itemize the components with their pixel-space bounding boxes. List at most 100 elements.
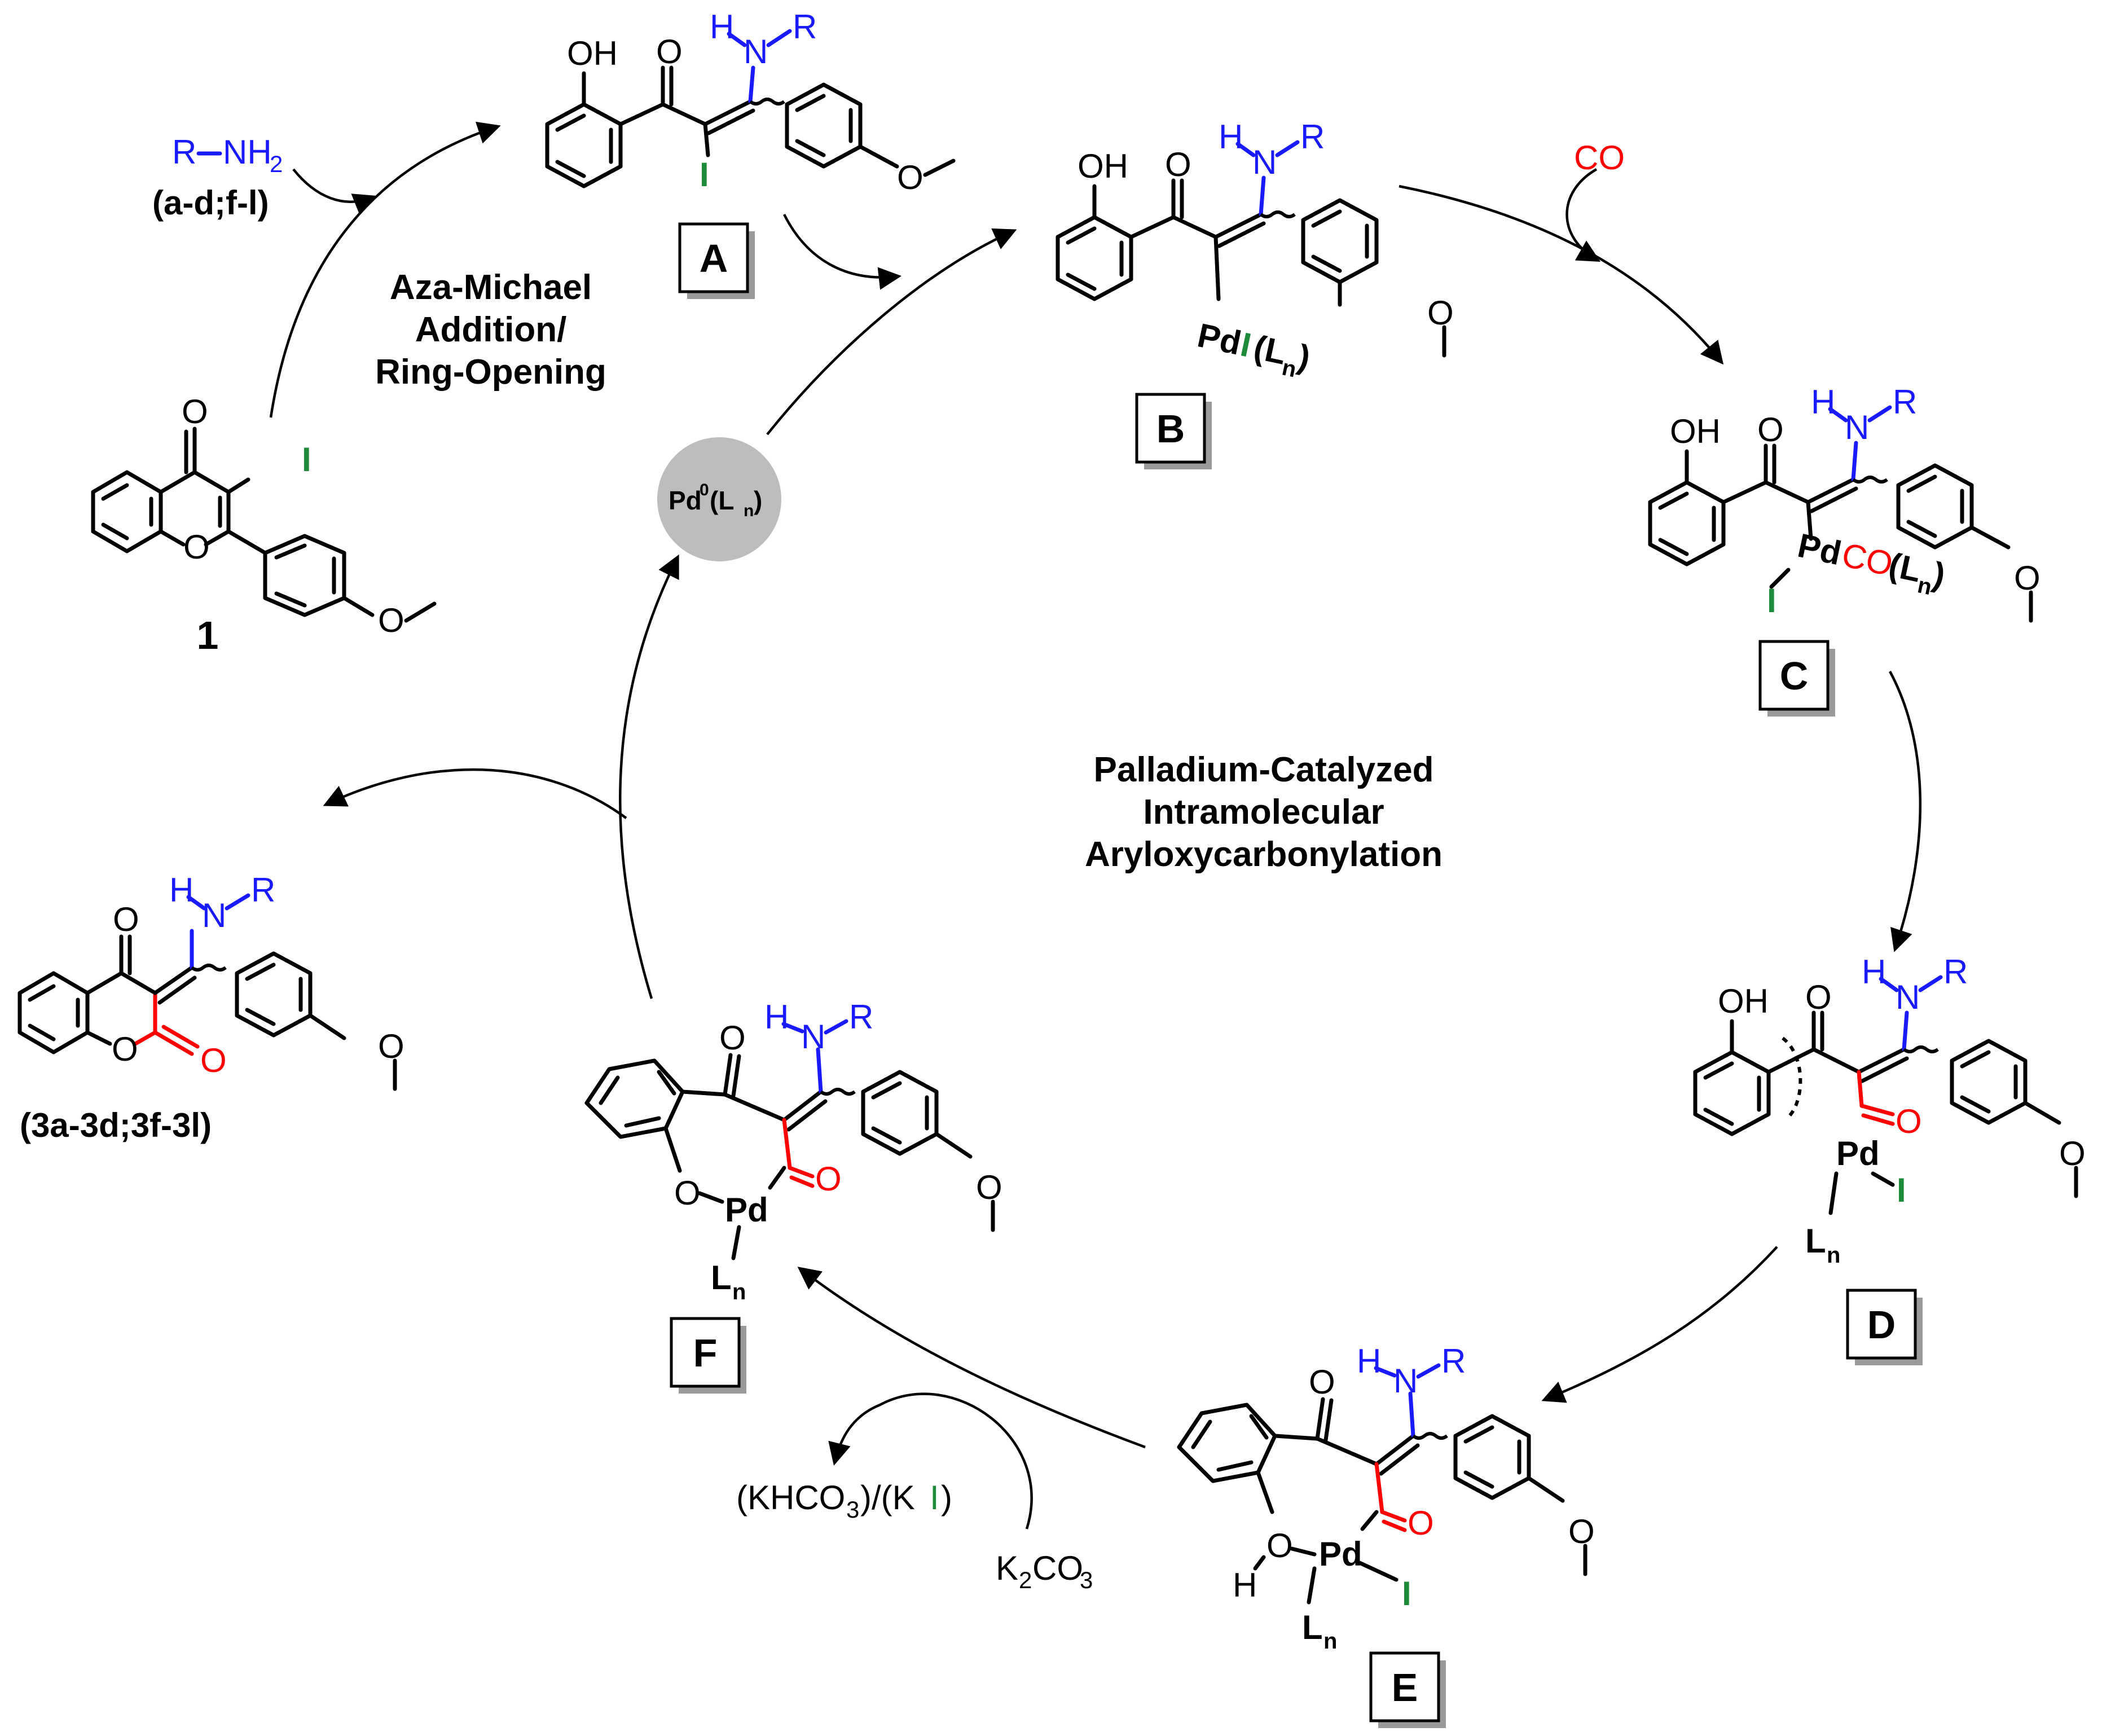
E-H: H [1357,1342,1381,1380]
structure-intermediate-C: OH O H N R Pd CO (L n ) I O [1648,383,2041,623]
byproduct-sub-3: 3 [846,1496,859,1523]
structure-intermediate-F: O O H N R O Pd L n O [584,998,1002,1304]
C-Pd: Pd [1795,526,1845,572]
B-ligand-open: (L [1251,328,1290,372]
c1-ring-O: O [183,528,210,566]
amine-subscript-2: 2 [270,151,283,177]
arrow-D-to-E [1541,1246,1778,1403]
D-ligand-L: L [1805,1222,1826,1260]
E-iodine: I [1402,1575,1411,1612]
label-E: E [1369,1651,1446,1728]
B-ligand-close: ) [1295,337,1313,377]
cycle-arrows [269,121,1922,1530]
label-D: D [1846,1289,1923,1365]
base-reagent: K 2 CO 3 [996,1549,1093,1593]
B-Pd: Pd [1194,316,1245,362]
B-R: R [1300,118,1325,156]
B-H: H [1219,118,1243,156]
structure-intermediate-A: OH O H N R I O [545,8,956,196]
B-N: N [1252,143,1277,181]
E-N: N [1393,1362,1418,1400]
arrow-B-to-C [1399,184,1724,365]
C-phenol-OH: OH [1670,412,1721,450]
P-ring-O: O [112,1030,138,1068]
amine-NH: NH [223,133,272,171]
P-R: R [251,871,275,909]
D-R: R [1943,953,1968,991]
amine-reagent: R NH 2 (a-d;f-l) [152,133,283,222]
A-phenol-OH: OH [567,34,618,72]
cycle-caption-line-2: Intramolecular [1143,793,1384,832]
byproduct-b: )/(K [860,1479,915,1517]
P-methoxy-O: O [378,1027,404,1065]
D-H: H [1862,953,1886,991]
arrow-C-to-D [1889,670,1922,952]
A-N: N [744,33,768,71]
amine-R: R [172,133,196,171]
C-R: R [1893,383,1917,421]
A-R: R [793,8,817,46]
arrow-E-to-F [797,1267,1146,1449]
F-aryloxy-O: O [674,1174,701,1212]
base-K: K [996,1549,1018,1587]
C-methoxy-O: O [2014,559,2041,597]
E-ketone-O: O [1309,1363,1335,1401]
pd0-superscript: 0 [700,481,709,499]
step-caption: Aza-Michael Addition/ Ring-Opening [375,268,606,392]
E-Pd: Pd [1319,1535,1362,1573]
base-CO: CO [1032,1549,1083,1587]
label-C-text: C [1780,654,1809,698]
B-carbonyl-O: O [1165,146,1191,183]
arrow-CO-in [1565,168,1601,262]
F-ketone-O: O [719,1019,746,1057]
F-Pd: Pd [725,1191,768,1229]
E-ligand-L: L [1302,1608,1323,1646]
F-H: H [764,998,789,1036]
label-D-text: D [1867,1303,1896,1347]
label-A-text: A [700,236,728,280]
C-N: N [1845,408,1869,446]
arrow-to-product [323,768,627,819]
F-R: R [849,998,873,1036]
F-N: N [801,1018,825,1056]
byproduct-c: ) [941,1479,952,1517]
F-methoxy-O: O [976,1168,1002,1206]
C-ligand-open: (L [1885,546,1924,589]
D-phenol-OH: OH [1718,982,1769,1020]
D-iodine: I [1897,1171,1906,1209]
byproduct: (KHCO 3 )/(K I ) [736,1479,952,1523]
P-H: H [169,871,194,909]
D-acyl-O: O [1896,1102,1922,1140]
E-phenol-H: H [1233,1566,1257,1604]
arrow-Pd0-to-B [766,228,1017,436]
structure-intermediate-E: O O H N R O H Pd I L n O [1177,1342,1595,1654]
F-acyl-O: O [815,1160,842,1198]
D-ketone-O: O [1805,978,1832,1016]
structure-intermediate-D: OH O O H N R Pd I L n O [1693,953,2086,1268]
pd0-ligand: (L [710,486,734,515]
C-H: H [1811,383,1835,421]
C-iodine: I [1767,582,1776,619]
E-R: R [1441,1342,1466,1380]
structure-intermediate-B: OH O H N R Pd I (L n ) O [1056,118,1454,382]
byproduct-iodide: I [930,1479,939,1517]
step-caption-line-1: Aza-Michael [390,268,592,307]
amine-scope: (a-d;f-l) [152,184,269,222]
P-N: N [202,896,226,934]
c1-methoxy-O: O [378,601,404,639]
step-caption-line-2: Addition/ [415,310,567,349]
A-carbonyl-O: O [656,33,683,71]
arrow-F-to-Pd0 [619,554,679,999]
A-iodine: I [700,156,709,194]
label-B: B [1135,393,1212,469]
pd0-subscript-n: n [744,502,754,520]
arrow-1-to-A [269,121,501,418]
F-ligand-L: L [711,1259,732,1296]
D-Pd: Pd [1836,1135,1880,1172]
c1-iodine: I [302,441,311,478]
structure-product-3: O O O H N R O (3a-3d;3f-3l) [17,871,404,1144]
D-ligand-n: n [1827,1243,1840,1268]
D-N: N [1896,978,1920,1016]
F-ligand-n: n [732,1280,746,1304]
